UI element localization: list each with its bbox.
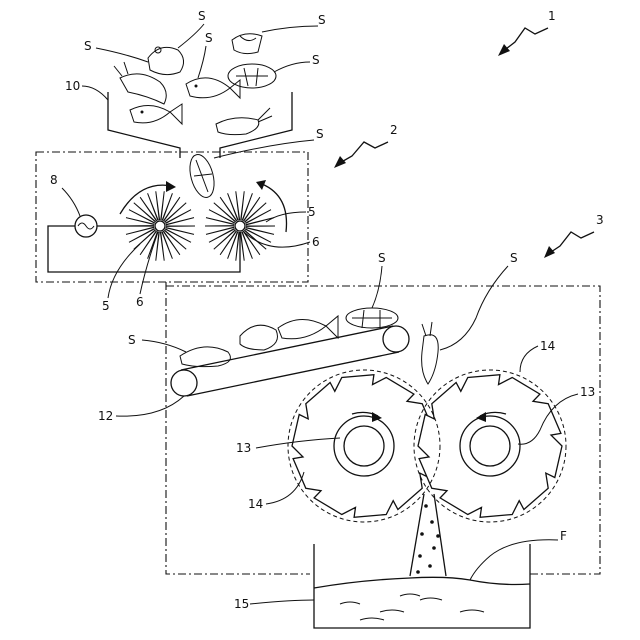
falling-turtle [186,152,219,200]
label-rotor-left: 5 [102,299,110,313]
rotor-right-hub [235,221,245,231]
label-shaft-right: 13 [580,385,595,399]
label-crusher-unit: 3 [596,213,604,227]
particle-stream [410,494,446,576]
svg-text:S: S [318,13,326,27]
tank-leader [250,600,314,604]
svg-text:S: S [128,333,136,347]
stunner-arrow [334,142,388,168]
system-arrow [498,28,548,56]
hopper-leader [82,86,108,100]
paste-leader [470,540,558,580]
label-roller-left: 14 [248,497,263,511]
label-shaft-left: 13 [236,441,251,455]
conveyor-leader [116,396,184,416]
svg-text:S: S [84,39,92,53]
stunner-box [36,152,308,282]
leader-roller-left [266,472,304,504]
label-roller-right: 14 [540,339,555,353]
crusher-arrow [544,232,594,258]
hopper [108,92,292,158]
label-hopper: 10 [65,79,80,93]
label-tank: 15 [234,597,249,611]
label-electrode-left: 6 [136,295,144,309]
label-stunner: 2 [390,123,398,137]
power-source [48,215,240,272]
svg-text:S: S [198,9,206,23]
specimens-in-hopper [114,34,276,135]
rotation-arrows-top [120,180,287,232]
specimen-labels-top: S S S S S S [84,9,326,158]
tank [314,544,530,628]
leader-roller-right [520,346,538,372]
label-paste: F [560,529,567,543]
svg-text:S: S [205,31,213,45]
label-rotor-right: 5 [308,205,316,219]
power-leader [62,188,80,216]
blade-rollers [292,375,562,518]
label-electrode-right: 6 [312,235,320,249]
svg-text:S: S [312,53,320,67]
leader-electrode-right [244,232,310,247]
svg-text:S: S [378,251,386,265]
rotor-left-hub [155,221,165,231]
label-system: 1 [548,9,556,23]
specimen-labels-bottom: S S S [128,251,518,352]
svg-text:S: S [316,127,324,141]
svg-text:S: S [510,251,518,265]
label-power-source: 8 [50,173,58,187]
leader-rotor-left [108,244,140,298]
label-conveyor: 12 [98,409,113,423]
specimens-on-conveyor [180,308,438,384]
